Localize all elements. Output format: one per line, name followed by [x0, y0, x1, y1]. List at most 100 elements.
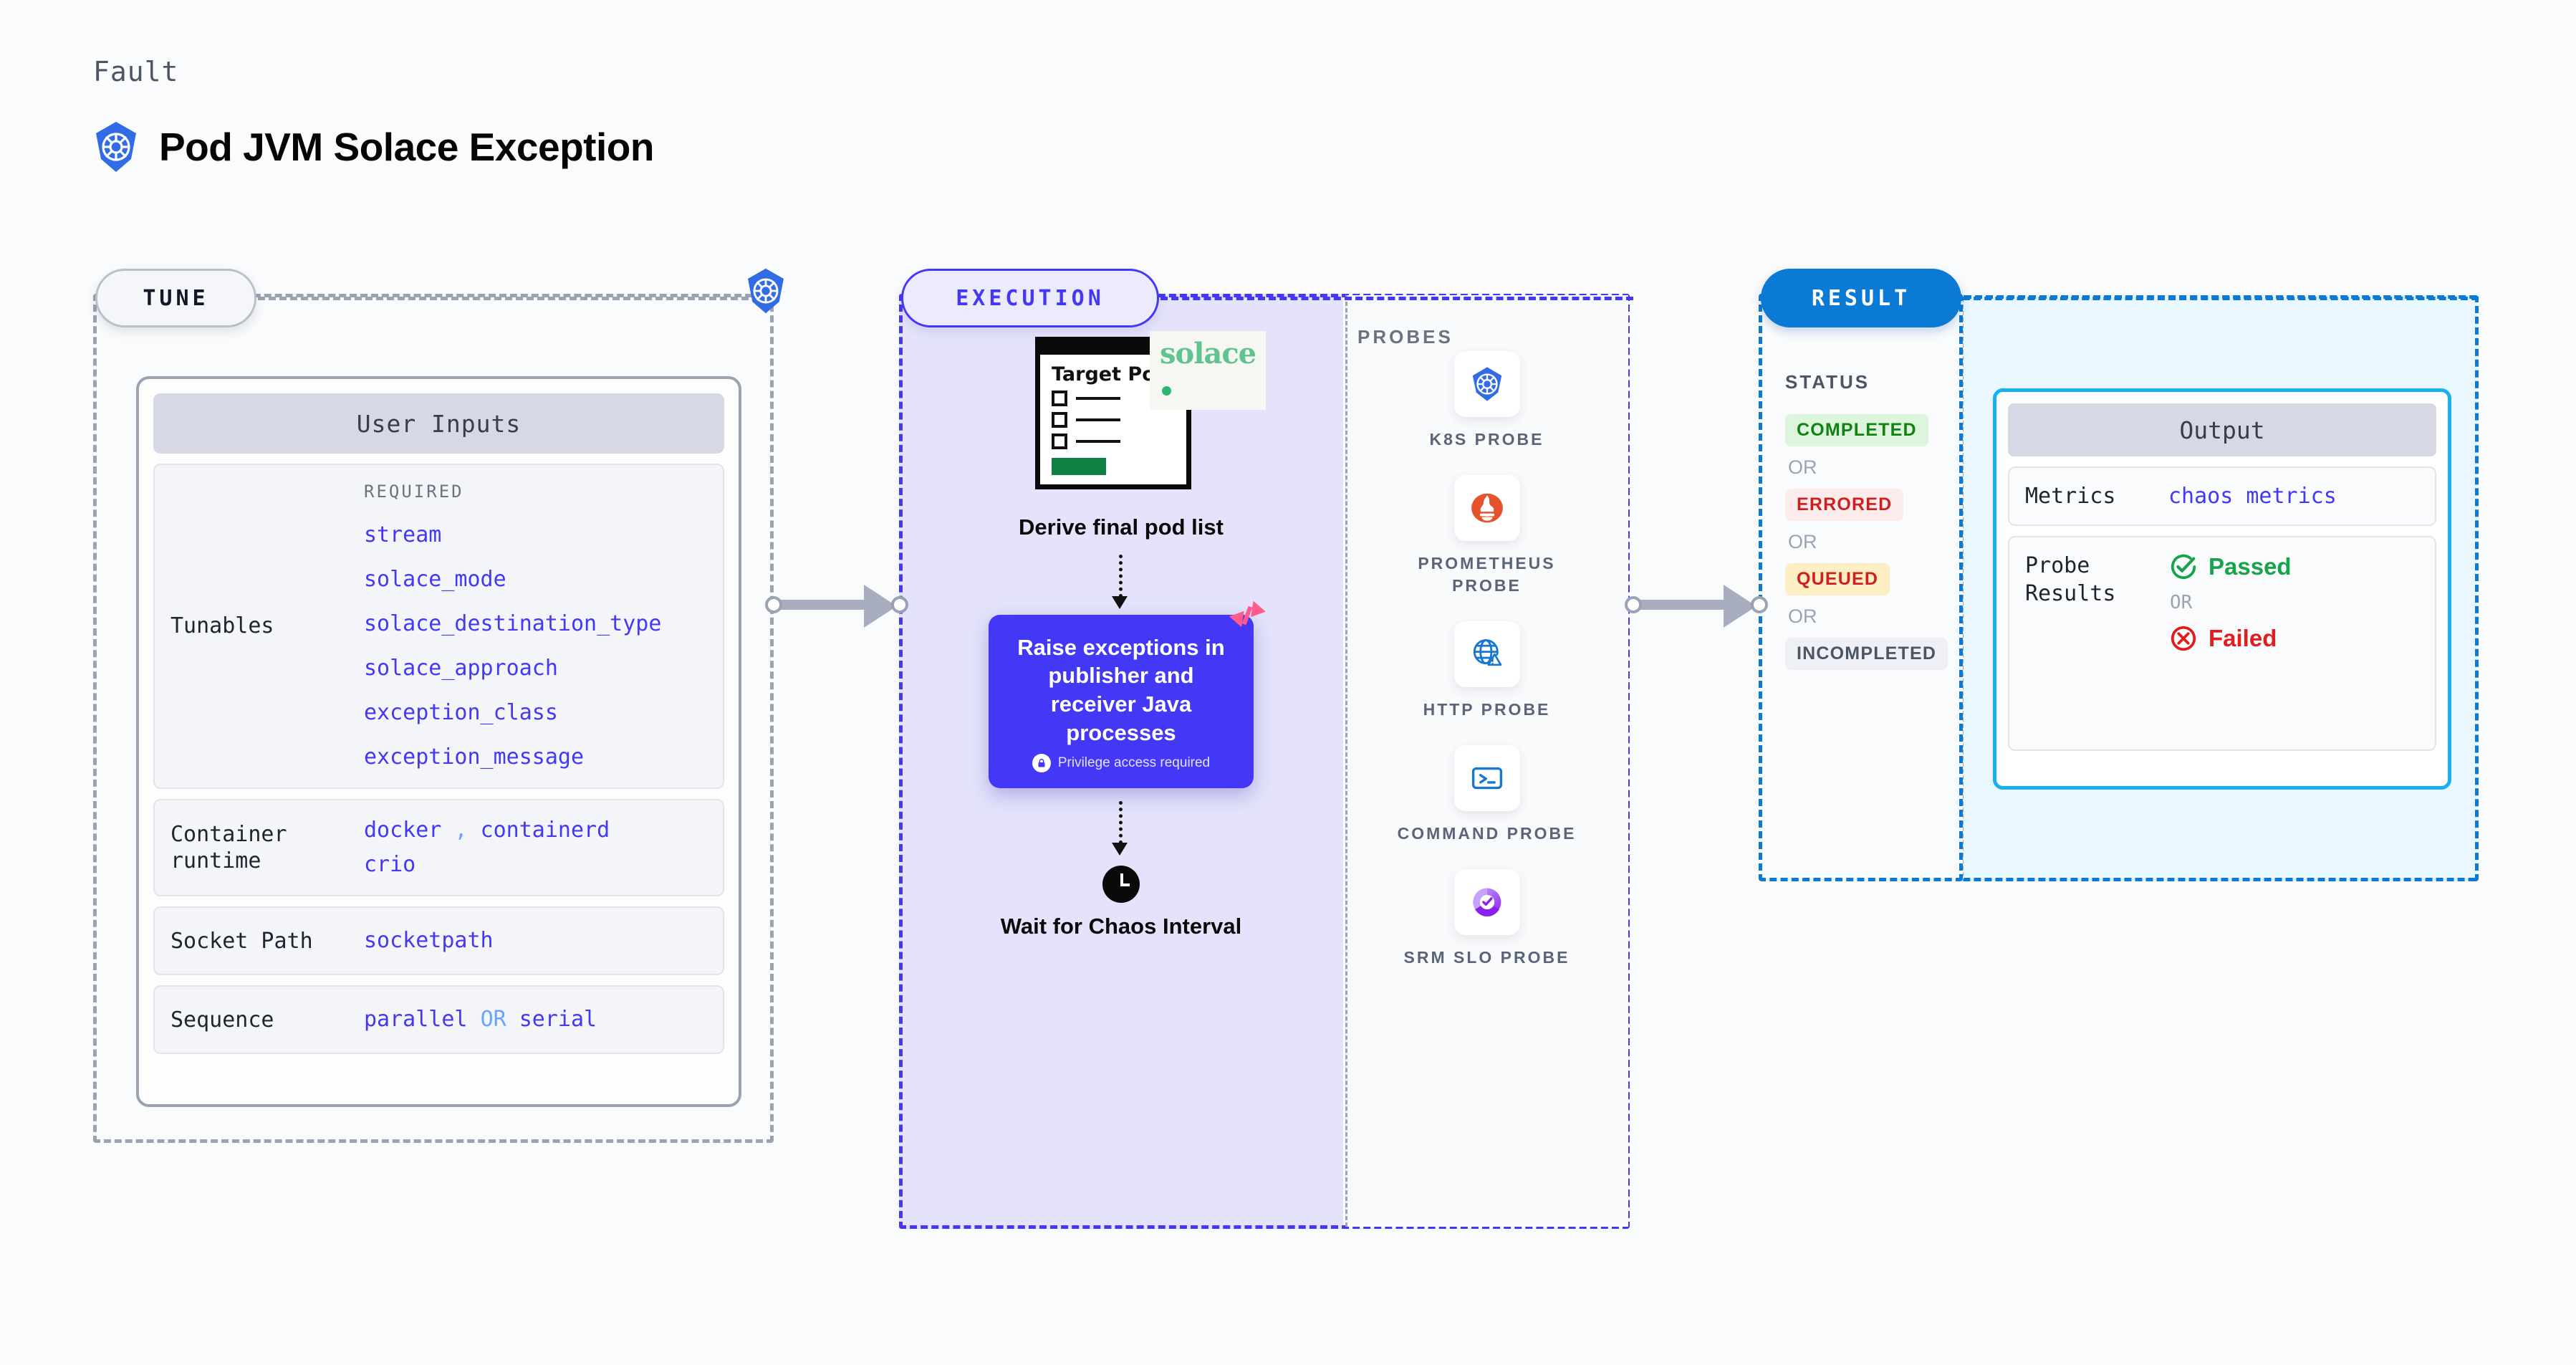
flow-arrow-down: [1112, 801, 1128, 857]
srm-slo-icon: [1453, 869, 1520, 936]
runtime-crio[interactable]: crio: [364, 852, 416, 878]
checkbox-icon: [1052, 391, 1067, 407]
probe-item-command[interactable]: COMMAND PROBE: [1394, 745, 1580, 845]
status-caption: STATUS: [1785, 371, 1870, 393]
result-dashed-connector: [1963, 297, 2479, 300]
tunable-exception-class[interactable]: exception_class: [364, 700, 558, 726]
fault-kicker: Fault: [93, 56, 179, 87]
target-pods-list-item: [1052, 391, 1186, 407]
kubernetes-icon: [1453, 351, 1520, 417]
sequence-label: Sequence: [170, 1007, 274, 1033]
verdict-passed: Passed: [2168, 552, 2292, 582]
probes-subpanel: [1345, 295, 1628, 1227]
kubernetes-icon: [745, 267, 787, 318]
tunable-solace-approach[interactable]: solace_approach: [364, 656, 558, 681]
runtime-docker[interactable]: docker: [364, 818, 442, 843]
flow-arrow-down: [1112, 554, 1128, 610]
check-circle-icon: [2171, 554, 2196, 580]
probe-label: HTTP PROBE: [1423, 700, 1551, 719]
connector-end-dot: [1751, 596, 1768, 613]
clock-hand-hour: [1120, 873, 1123, 886]
probe-label: SRM SLO PROBE: [1403, 948, 1570, 967]
connector-tune-to-execution: [765, 585, 908, 628]
sequence-parallel[interactable]: parallel: [364, 1007, 468, 1033]
status-badge-completed: COMPLETED: [1785, 414, 1928, 446]
status-badge-queued: QUEUED: [1785, 563, 1890, 595]
execution-stage-pill[interactable]: EXECUTION: [901, 269, 1159, 327]
line-placeholder: [1076, 418, 1120, 422]
target-pods-icon: Target Pods solace: [1035, 331, 1267, 498]
container-runtime-row: Container runtime docker , containerd cr…: [153, 799, 724, 897]
connector-start-dot: [765, 596, 782, 613]
probe-item-http[interactable]: HTTP PROBE: [1394, 621, 1580, 721]
user-inputs-card: User Inputs Tunables REQUIRED stream sol…: [136, 376, 741, 1107]
status-list: COMPLETED OR ERRORED OR QUEUED OR INCOMP…: [1785, 414, 1948, 670]
tunable-exception-message[interactable]: exception_message: [364, 744, 585, 770]
runtime-containerd[interactable]: containerd: [480, 818, 610, 843]
tunable-stream[interactable]: stream: [364, 522, 442, 548]
result-stage-pill[interactable]: RESULT: [1761, 269, 1961, 327]
probe-item-prometheus[interactable]: PROMETHEUS PROBE: [1394, 475, 1580, 597]
metrics-label: Metrics: [2025, 484, 2116, 509]
output-card: Output Metrics chaos metrics Probe Resul…: [1993, 388, 2451, 790]
connector-end-dot: [891, 596, 908, 613]
runtime-separator: ,: [454, 818, 468, 843]
arrow-shaft: [1119, 801, 1123, 845]
passed-label: Passed: [2209, 553, 2292, 580]
page-title-row: Pod JVM Solace Exception: [93, 120, 654, 173]
solace-wordmark: solace: [1160, 337, 1256, 370]
status-badge-errored: ERRORED: [1785, 489, 1904, 521]
tune-stage-pill[interactable]: TUNE: [95, 269, 256, 327]
failed-label: Failed: [2209, 625, 2277, 651]
tune-dashed-connector: [258, 297, 759, 300]
probe-label: K8S PROBE: [1429, 430, 1544, 449]
sequence-row: Sequence parallel OR serial: [153, 985, 724, 1055]
execution-flow: Target Pods solace Derive final pod list: [899, 331, 1343, 941]
container-runtime-label: Container runtime: [170, 821, 287, 874]
target-pods-selected-bar: [1052, 458, 1106, 476]
arrow-shaft: [1119, 554, 1123, 598]
probes-list: K8S PROBE PROMETHEUS PROBE: [1345, 351, 1628, 969]
socket-path-value[interactable]: socketpath: [364, 928, 494, 954]
chaos-action-headline: Raise exceptions in publisher and receiv…: [1017, 634, 1225, 745]
status-badge-incompleted: INCOMPLETED: [1785, 638, 1948, 670]
checkbox-icon: [1052, 412, 1067, 428]
status-or-2: OR: [1788, 531, 1817, 552]
socket-path-label: Socket Path: [170, 928, 313, 954]
kubernetes-icon: [93, 120, 139, 173]
x-circle-icon: [2171, 626, 2196, 651]
lock-icon: [1032, 754, 1051, 773]
verdict-or: OR: [2170, 592, 2193, 613]
arrow-head: [1112, 843, 1128, 856]
privilege-note: Privilege access required: [1057, 755, 1211, 771]
globe-warning-icon: [1453, 621, 1520, 688]
step-derive-pod-list-caption: Derive final pod list: [1019, 514, 1224, 540]
output-card-title: Output: [2008, 403, 2436, 456]
probe-item-srm-slo[interactable]: SRM SLO PROBE: [1394, 869, 1580, 969]
sequence-separator: OR: [480, 1007, 506, 1033]
tunable-solace-destination-type[interactable]: solace_destination_type: [364, 611, 662, 637]
step-wait-chaos-interval-caption: Wait for Chaos Interval: [1000, 914, 1242, 939]
connector-bar: [1636, 600, 1729, 610]
chaos-action-card[interactable]: Raise exceptions in publisher and receiv…: [989, 600, 1266, 789]
metrics-row: Metrics chaos metrics: [2008, 466, 2436, 526]
status-or-1: OR: [1788, 456, 1817, 478]
sequence-serial[interactable]: serial: [519, 1007, 597, 1033]
arrow-head: [1112, 595, 1128, 609]
target-pods-list-item: [1052, 434, 1186, 450]
checkbox-icon: [1052, 434, 1067, 450]
target-pods-list-item: [1052, 412, 1186, 428]
connector-bar: [777, 600, 870, 610]
metrics-value[interactable]: chaos metrics: [2168, 484, 2337, 509]
probe-item-k8s[interactable]: K8S PROBE: [1394, 351, 1580, 451]
execution-dashed-connector: [1160, 297, 1633, 300]
page-title: Pod JVM Solace Exception: [159, 125, 654, 169]
tune-panel: User Inputs Tunables REQUIRED stream sol…: [93, 294, 774, 1143]
prometheus-icon: [1453, 475, 1520, 542]
socket-path-row: Socket Path socketpath: [153, 906, 724, 976]
tunable-solace-mode[interactable]: solace_mode: [364, 567, 506, 593]
probe-label: COMMAND PROBE: [1397, 824, 1577, 843]
litmus-chaos-icon: [1228, 596, 1267, 638]
connector-start-dot: [1625, 596, 1642, 613]
